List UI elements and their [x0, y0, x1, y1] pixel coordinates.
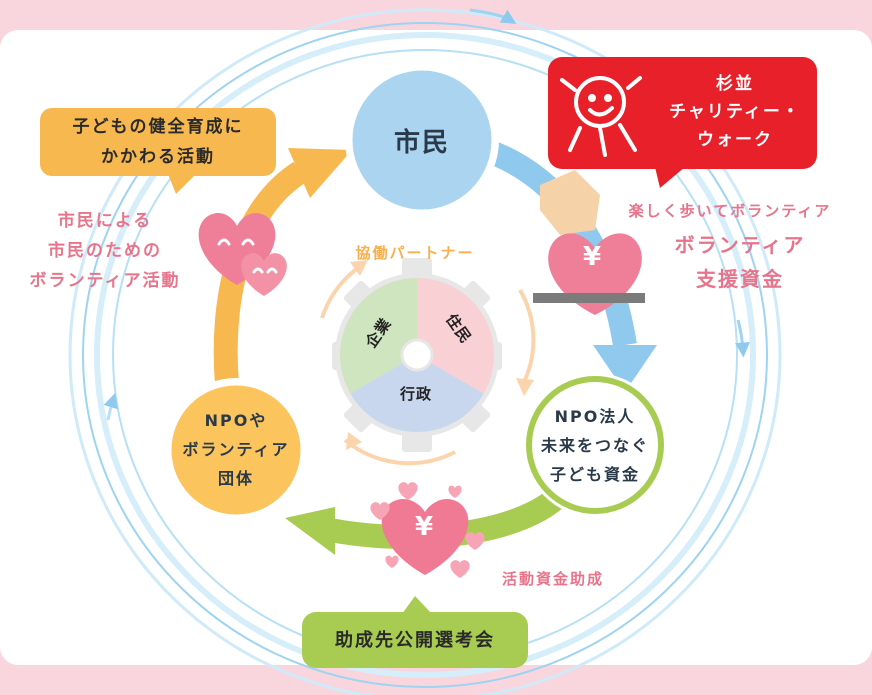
charity-walk-bubble — [548, 57, 817, 188]
donation-hand-icon — [533, 170, 645, 315]
yen-symbol-donation: ¥ — [582, 242, 604, 272]
grant-hearts-icon — [370, 482, 485, 578]
charity-mascot-logo — [560, 76, 642, 157]
yen-symbol-grant: ¥ — [414, 512, 436, 542]
partnership-cycle-arrows — [320, 266, 536, 466]
outer-rings — [68, 8, 782, 695]
citizen-volunteer-text: 市民による 市民のための ボランティア活動 — [29, 211, 181, 291]
gear-label-government: 行政 — [400, 385, 433, 403]
npo-fund-label: NPO法人 未来をつなぐ 子ども資金 — [540, 407, 649, 484]
children-activities-bubble — [40, 108, 276, 194]
smiley-hearts-icon — [198, 213, 287, 296]
selection-meeting-text: 助成先公開選考会 — [335, 630, 495, 651]
citizen-label: 市民 — [393, 128, 450, 158]
charity-walk-text: 杉並 チャリティー・ ウォーク — [669, 74, 801, 150]
partnership-gear — [332, 258, 502, 452]
fun-walk-text: 楽しく歩いてボランティア — [628, 202, 832, 220]
grant-text: 活動資金助成 — [501, 570, 604, 588]
npo-group-label: NPOや ボランティア 団体 — [182, 411, 290, 488]
gear-title: 協働パートナー — [355, 244, 475, 262]
support-fund-text: ボランティア 支援資金 — [674, 233, 806, 291]
children-activities-text: 子どもの健全育成に かかわる活動 — [72, 117, 244, 167]
selection-meeting-bubble — [302, 596, 528, 668]
